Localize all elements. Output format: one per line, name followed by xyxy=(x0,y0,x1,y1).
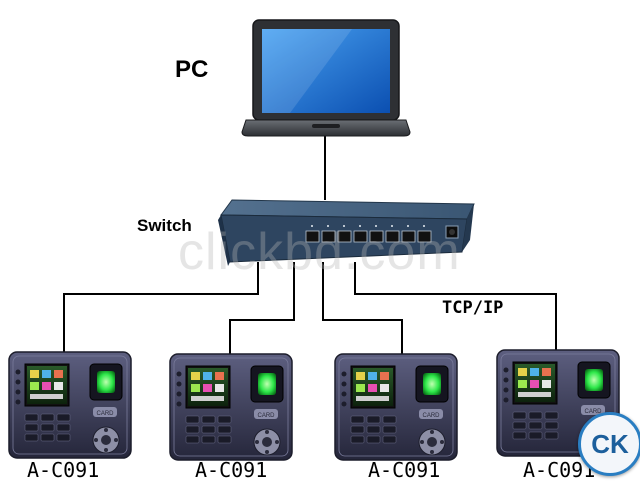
protocol-label: TCP/IP xyxy=(442,298,504,318)
watermark-badge-icon: CK xyxy=(578,412,640,476)
device-label-3: A-C091 xyxy=(368,458,441,482)
link-switch-device-1 xyxy=(63,262,259,358)
link-switch-device-2 xyxy=(229,262,295,360)
device-label-1: A-C091 xyxy=(27,458,100,482)
fingerprint-terminal-icon xyxy=(169,353,293,461)
pc-label: PC xyxy=(175,56,209,83)
switch-label: Switch xyxy=(137,216,192,235)
network-links xyxy=(63,136,557,360)
device-label-2: A-C091 xyxy=(195,458,268,482)
network-switch-icon xyxy=(218,199,475,266)
link-switch-device-3 xyxy=(322,262,403,360)
link-switch-device-4 xyxy=(354,262,557,356)
laptop-icon xyxy=(241,19,411,137)
fingerprint-terminal-icon xyxy=(8,351,132,459)
watermark-badge-text: CK xyxy=(591,428,629,459)
fingerprint-terminal-icon xyxy=(334,353,458,461)
